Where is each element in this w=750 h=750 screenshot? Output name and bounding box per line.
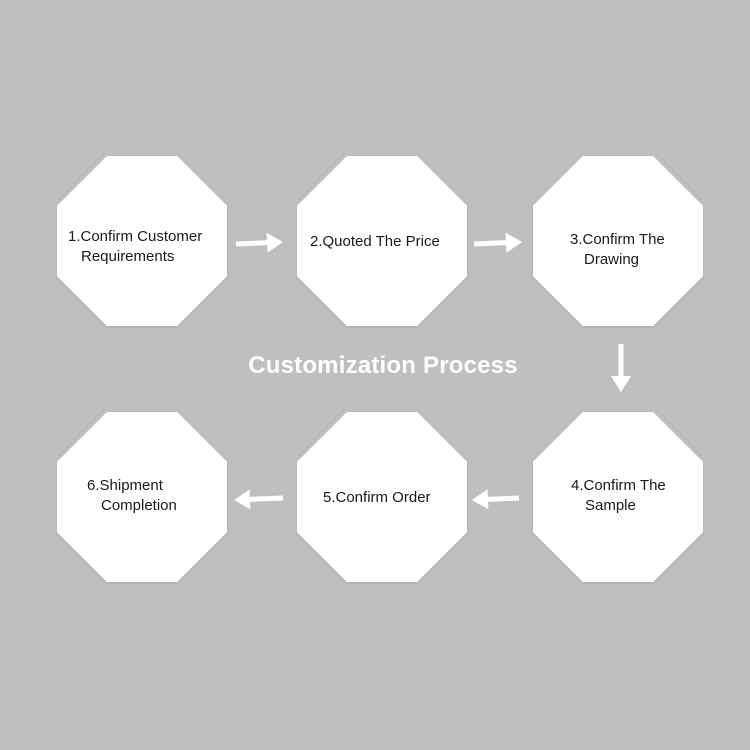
arrow-down-3-to-4	[611, 344, 631, 392]
step-4-line-1: 4.Confirm The	[571, 477, 666, 494]
step-2-label: 2.Quoted The Price	[310, 232, 440, 252]
arrow-left-4-to-5	[472, 489, 520, 510]
arrow-right-2-to-3	[473, 232, 522, 253]
step-1-label: 1.Confirm Customer Requirements	[68, 227, 202, 267]
step-6-octagon	[57, 412, 227, 582]
step-2-line-1: 2.Quoted The Price	[310, 233, 440, 250]
diagram-title: Customization Process	[248, 352, 518, 379]
arrow-right-1-to-2	[235, 232, 283, 253]
step-6-line-2: Completion	[101, 497, 177, 514]
step-5-line-1: 5.Confirm Order	[323, 489, 431, 506]
step-1-octagon	[57, 156, 227, 326]
arrow-left-5-to-6	[234, 489, 284, 510]
step-4-label: 4.Confirm The Sample	[571, 476, 666, 516]
step-3-line-2: Drawing	[584, 251, 640, 268]
step-6-label: 6.Shipment Completion	[87, 476, 177, 516]
step-1-line-2: Requirements	[81, 248, 175, 265]
step-4-line-2: Sample	[585, 497, 636, 514]
step-1-line-1: 1.Confirm Customer	[68, 228, 203, 245]
step-5-label: 5.Confirm Order	[323, 488, 431, 508]
step-2-octagon	[297, 156, 467, 326]
step-3-label: 3.Confirm The Drawing	[570, 230, 665, 270]
step-3-octagon	[533, 156, 703, 326]
step-4-octagon	[533, 412, 703, 582]
step-5-octagon	[297, 412, 467, 582]
step-6-line-1: 6.Shipment	[87, 477, 163, 494]
step-3-line-1: 3.Confirm The	[570, 231, 665, 248]
